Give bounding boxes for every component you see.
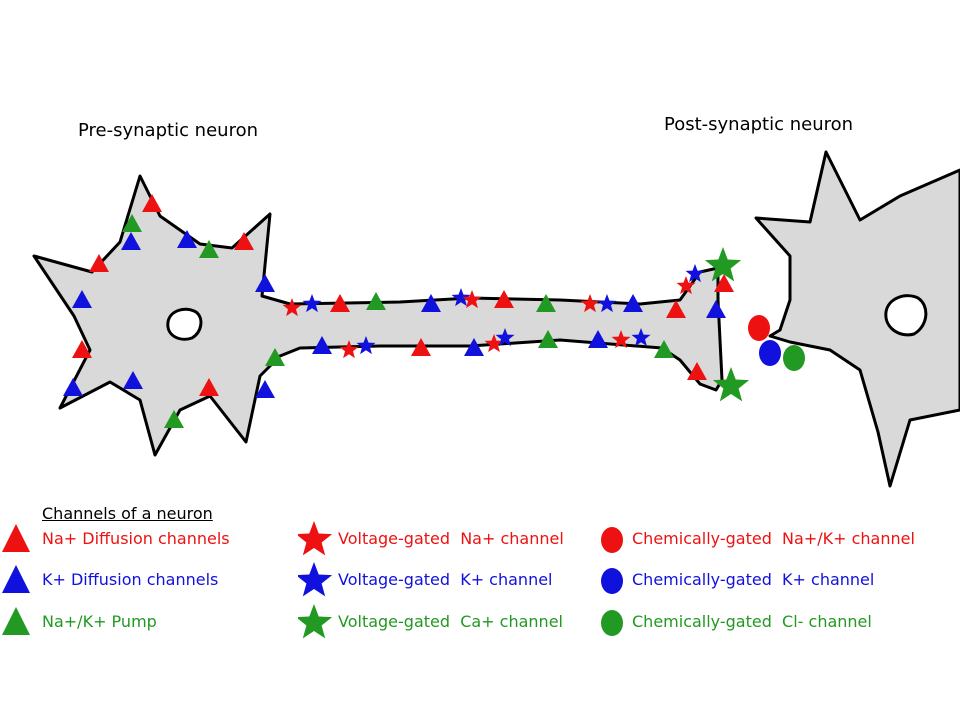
blue-star-marker — [631, 328, 651, 347]
legend-circle-blue-icon — [601, 568, 623, 594]
blue-triangle-marker — [255, 274, 275, 292]
green-triangle-marker — [122, 214, 142, 232]
legend-item-label: Voltage-gated K+ channel — [338, 570, 553, 589]
blue-triangle-marker — [623, 294, 643, 312]
green-triangle-marker — [538, 330, 558, 348]
blue-triangle-marker — [123, 371, 143, 389]
pre-nucleus — [166, 307, 203, 341]
green-triangle-marker — [164, 410, 184, 428]
legend-triangle-red-icon — [2, 524, 30, 552]
legend-item-label: Na+ Diffusion channels — [42, 529, 230, 548]
post-nucleus — [884, 294, 928, 337]
red-triangle-marker — [72, 340, 92, 358]
legend-star-green-icon — [298, 604, 333, 639]
red-triangle-marker — [687, 362, 707, 380]
legend-star-red-icon — [298, 521, 333, 556]
legend-circle-green-icon — [601, 610, 623, 636]
blue-triangle-marker — [421, 294, 441, 312]
red-star-marker — [484, 334, 504, 353]
legend-circle-red-icon — [601, 527, 623, 553]
blue-triangle-marker — [255, 380, 275, 398]
blue-triangle-marker — [177, 230, 197, 248]
red-triangle-marker — [666, 300, 686, 318]
red-triangle-marker — [89, 254, 109, 272]
red-star-marker — [339, 340, 359, 359]
legend-title: Channels of a neuron — [42, 504, 213, 523]
red-triangle-marker — [494, 290, 514, 308]
pre-synaptic-neuron-shape — [32, 174, 724, 457]
legend-item-label: Chemically-gated Na+/K+ channel — [632, 529, 915, 548]
legend-triangle-green-icon — [2, 607, 30, 635]
blue-triangle-marker — [72, 290, 92, 308]
green-triangle-marker — [536, 294, 556, 312]
blue-triangle-marker — [63, 378, 83, 396]
blue-triangle-marker — [588, 330, 608, 348]
red-triangle-marker — [714, 274, 734, 292]
green-circle-marker — [783, 345, 805, 371]
legend-triangle-blue-icon — [2, 565, 30, 593]
blue-circle-marker — [759, 340, 781, 366]
red-circle-marker — [748, 315, 770, 341]
blue-star-marker — [451, 288, 471, 307]
blue-triangle-marker — [706, 300, 726, 318]
legend-item-label: Na+/K+ Pump — [42, 612, 157, 631]
red-triangle-marker — [234, 232, 254, 250]
legend-item-label: Voltage-gated Ca+ channel — [338, 612, 563, 631]
green-triangle-marker — [654, 340, 674, 358]
green-star-marker — [712, 367, 750, 402]
red-star-marker — [676, 276, 696, 295]
legend-item-label: Chemically-gated Cl- channel — [632, 612, 872, 631]
red-triangle-marker — [199, 378, 219, 396]
legend-star-blue-icon — [298, 562, 333, 597]
green-triangle-marker — [265, 348, 285, 366]
red-star-marker — [611, 330, 631, 349]
blue-triangle-marker — [464, 338, 484, 356]
blue-star-marker — [302, 294, 322, 313]
green-triangle-marker — [366, 292, 386, 310]
red-star-marker — [580, 294, 600, 313]
blue-triangle-marker — [312, 336, 332, 354]
blue-star-marker — [495, 328, 515, 347]
legend-item-label: K+ Diffusion channels — [42, 570, 219, 589]
green-triangle-marker — [199, 240, 219, 258]
blue-triangle-marker — [121, 232, 141, 250]
blue-star-marker — [356, 336, 376, 355]
green-star-marker — [704, 247, 742, 282]
red-triangle-marker — [411, 338, 431, 356]
red-star-marker — [282, 298, 302, 317]
legend-item-label: Voltage-gated Na+ channel — [338, 529, 564, 548]
post-synaptic-neuron-shape — [754, 150, 960, 488]
blue-star-marker — [597, 294, 617, 313]
red-triangle-marker — [142, 194, 162, 212]
post-synaptic-label: Post-synaptic neuron — [664, 114, 854, 135]
pre-synaptic-label: Pre-synaptic neuron — [78, 120, 258, 141]
red-star-marker — [462, 290, 482, 309]
blue-star-marker — [685, 264, 705, 283]
red-triangle-marker — [330, 294, 350, 312]
legend-item-label: Chemically-gated K+ channel — [632, 570, 875, 589]
